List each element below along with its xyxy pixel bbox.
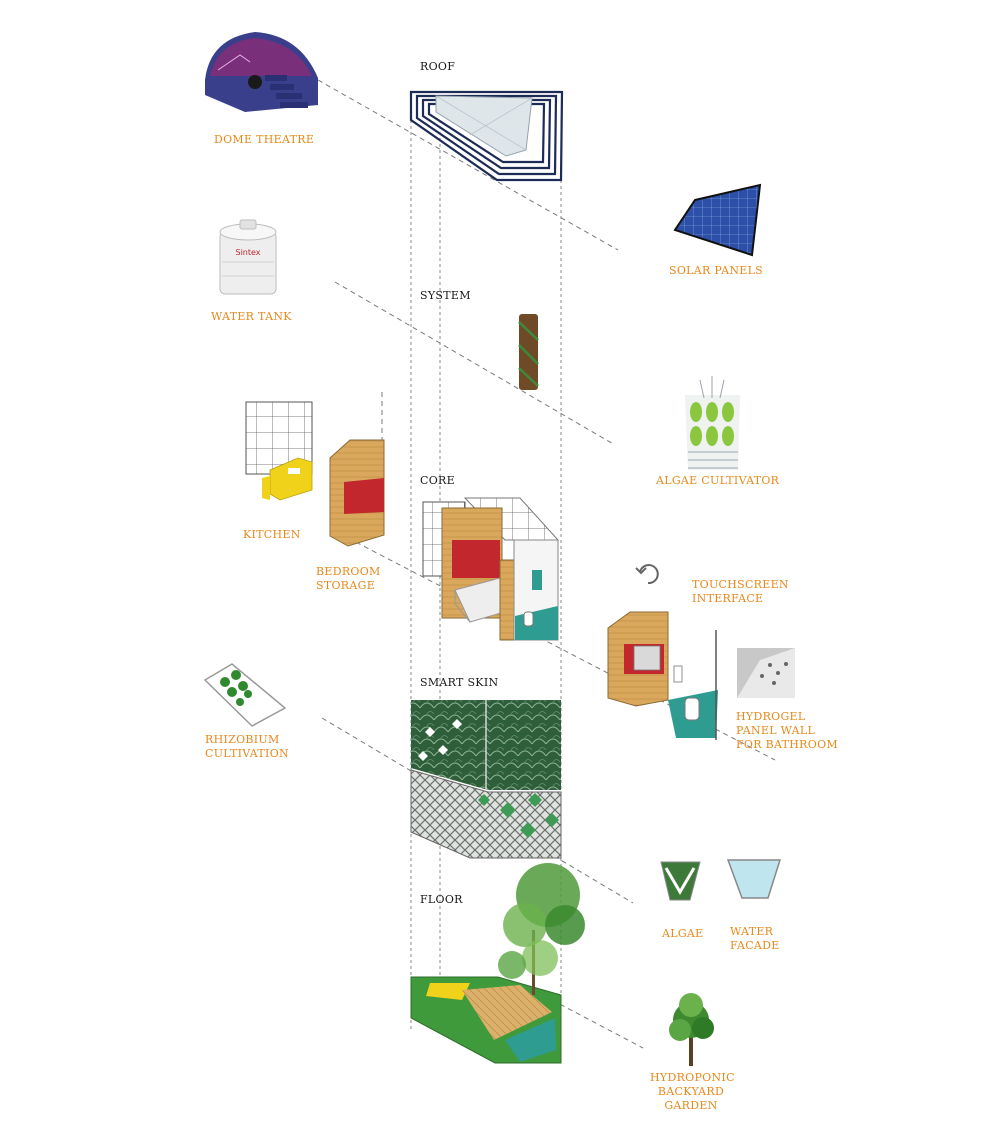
label-system: SYSTEM: [420, 289, 471, 302]
touchscreen-illustration: [607, 564, 669, 707]
algae-cultivator-illustration: [685, 376, 740, 470]
roof-module: [409, 90, 564, 182]
label-algae-cultivator: ALGAE CULTIVATOR: [656, 474, 780, 487]
smart-skin-module: [410, 700, 562, 859]
water-tank-illustration: Sintex: [219, 219, 277, 295]
solar-panel-illustration: [673, 183, 762, 257]
system-module: [518, 314, 539, 390]
label-water-tank: WATER TANK: [211, 310, 292, 323]
label-bedroom-storage: BEDROOM STORAGE: [316, 565, 381, 592]
label-kitchen: KITCHEN: [243, 528, 301, 541]
label-dome-theatre: DOME THEATRE: [214, 133, 315, 146]
dome-theatre-illustration: [205, 32, 318, 112]
label-floor: FLOOR: [420, 893, 463, 906]
label-hydroponic-garden: HYDROPONIC BACKYARD GARDEN: [650, 1071, 735, 1112]
core-module: [422, 497, 560, 641]
label-algae: ALGAE: [662, 927, 704, 940]
label-solar-panels: SOLAR PANELS: [669, 264, 764, 277]
bedroom-storage-illustration: [329, 439, 385, 547]
algae-module-illustration: [660, 861, 701, 901]
label-touchscreen-interface: TOUCHSCREEN INTERFACE: [692, 578, 789, 605]
label-core: CORE: [420, 474, 455, 487]
bathroom-illustration: [668, 630, 718, 740]
water-facade-illustration: [726, 859, 782, 899]
label-water-facade: WATER FACADE: [730, 925, 780, 952]
label-hydrogel-panel-wall: HYDROGEL PANEL WALL FOR BATHROOM: [736, 710, 838, 751]
hydrogel-panel-illustration: [737, 648, 795, 698]
floor-tree-canopy: [498, 863, 585, 995]
label-rhizobium-cultivation: RHIZOBIUM CULTIVATION: [205, 733, 289, 760]
label-roof: ROOF: [420, 60, 456, 73]
floor-module: [410, 863, 585, 1064]
hydroponic-tree-illustration: [669, 993, 714, 1066]
rhizobium-illustration: [203, 663, 287, 727]
kitchen-illustration: [245, 401, 313, 501]
tank-brand-text: Sintex: [235, 248, 260, 257]
label-smart-skin: SMART SKIN: [420, 676, 499, 689]
